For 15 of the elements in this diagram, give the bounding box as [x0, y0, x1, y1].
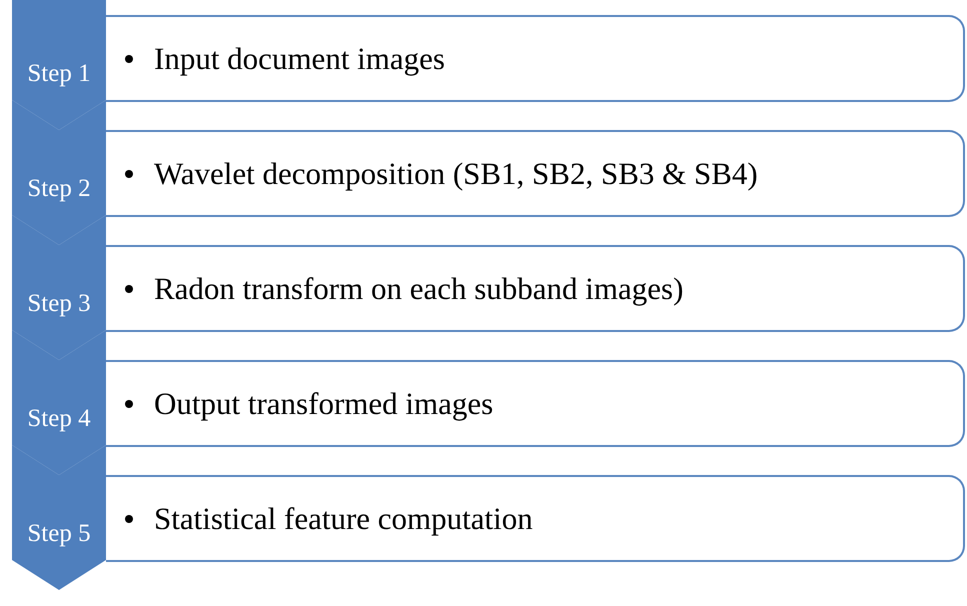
step-description: Statistical feature computation	[154, 500, 533, 536]
step-box	[106, 360, 965, 447]
step-description: Input document images	[154, 40, 445, 76]
step-description: Radon transform on each subband images)	[154, 270, 684, 306]
step-label: Step 1	[26, 60, 92, 88]
step-box	[106, 475, 965, 562]
step-label: Step 5	[26, 520, 92, 548]
step-description: Output transformed images	[154, 386, 494, 422]
step-box	[106, 15, 965, 102]
step-label: Step 2	[26, 175, 92, 203]
step-label: Step 4	[26, 405, 92, 433]
step-box	[106, 245, 965, 332]
step-label: Step 3	[26, 290, 92, 318]
step-description: Wavelet decomposition (SB1, SB2, SB3 & SB4)	[154, 156, 758, 192]
step-box	[106, 130, 965, 217]
